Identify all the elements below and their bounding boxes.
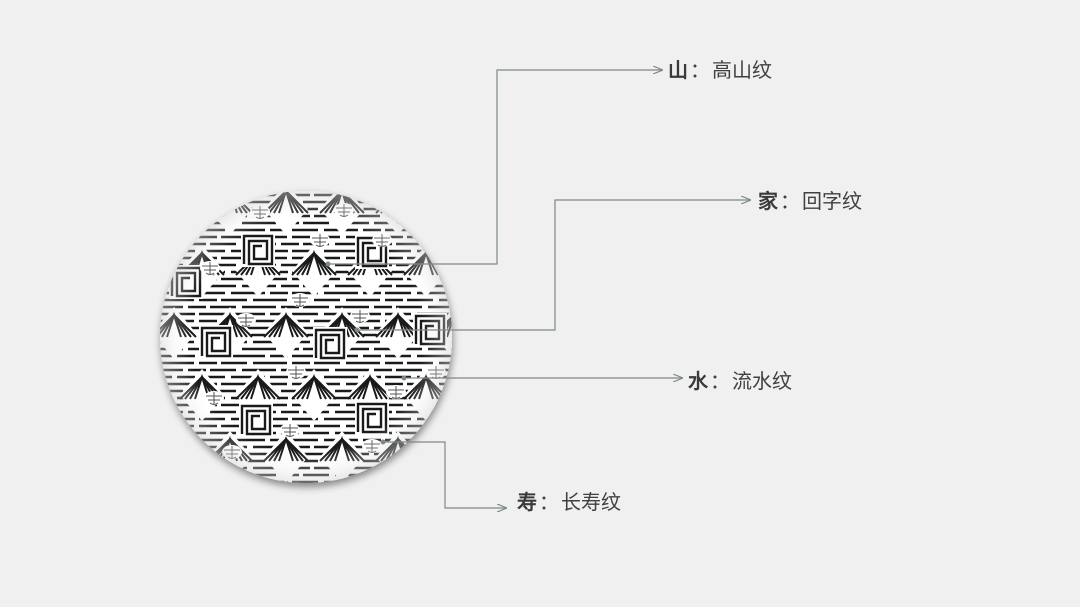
leader-dot-mountain xyxy=(325,261,331,267)
leader-line-home xyxy=(357,200,750,331)
leader-dot-home xyxy=(354,327,360,333)
leader-dot-longevity xyxy=(380,439,386,445)
label-water-key: 水 xyxy=(688,369,708,393)
label-longevity-desc: 长寿纹 xyxy=(561,490,621,514)
label-longevity: 寿：长寿纹 xyxy=(517,490,621,514)
leader-line-longevity xyxy=(383,441,506,508)
label-water-desc: 流水纹 xyxy=(732,369,792,393)
label-water: 水：流水纹 xyxy=(688,369,792,393)
leader-dot-water xyxy=(401,375,407,381)
leader-line-mountain xyxy=(328,70,662,265)
label-home-sep: ： xyxy=(780,189,800,213)
label-home-key: 家 xyxy=(758,189,778,213)
label-home: 家：回字纹 xyxy=(758,189,862,213)
label-water-sep: ： xyxy=(710,369,730,393)
label-mountain: 山：高山纹 xyxy=(668,58,772,82)
label-longevity-key: 寿 xyxy=(517,490,537,514)
label-home-desc: 回字纹 xyxy=(802,189,862,213)
label-mountain-key: 山 xyxy=(668,58,688,82)
label-mountain-sep: ： xyxy=(690,58,710,82)
label-longevity-sep: ： xyxy=(539,490,559,514)
label-mountain-desc: 高山纹 xyxy=(712,58,772,82)
